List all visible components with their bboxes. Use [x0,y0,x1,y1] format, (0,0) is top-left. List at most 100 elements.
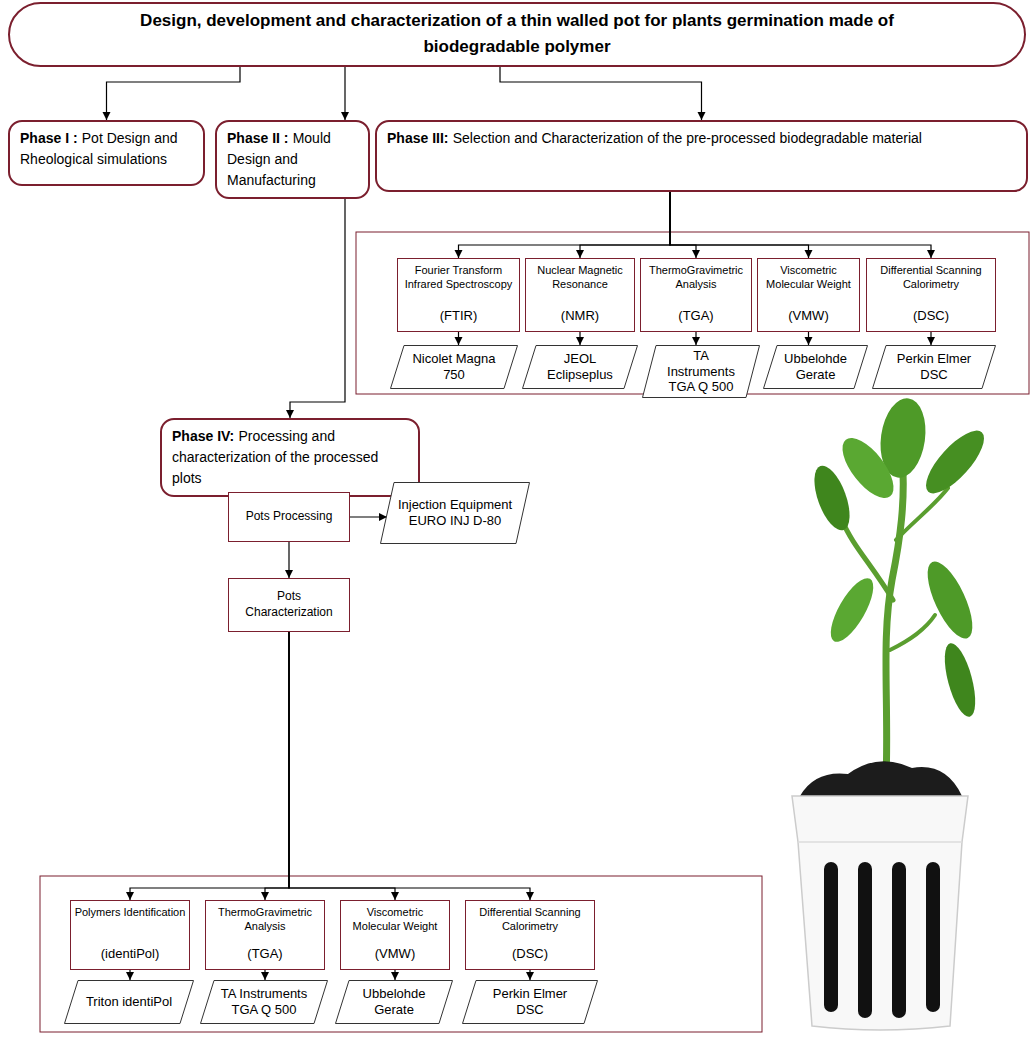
method-abbreviation: (TGA) [678,308,713,324]
group-frame [356,232,1029,394]
parallelogram-shape [873,346,996,389]
method-name: Differential Scanning Calorimetry [469,906,591,934]
parallelogram-shape [336,981,453,1024]
instrument-label: Perkin Elmer DSC [479,986,581,1017]
process-box: Pots Characterization [228,578,350,632]
method-abbreviation: (NMR) [561,308,599,324]
flow-arrow [695,332,696,345]
method-name: Viscometric Molecular Weight [761,264,856,292]
instrument-parallelogram: Nicolet Magna 750 [390,345,518,389]
title-oval: Design, development and characterization… [8,2,1026,67]
parallelogram-shape [381,483,530,544]
flow-arrow [579,332,580,345]
phase-heading: Phase II : [227,130,288,146]
instrument-parallelogram: Ubbelohde Gerate [763,345,868,389]
instrument-label: Ubbelohde Gerate [352,986,436,1017]
phase-heading: Phase IV: [172,428,234,444]
plant-leaves [807,395,993,782]
method-box: Differential Scanning Calorimetry (DSC) [866,258,996,332]
phase-box: Phase IV:Processing and characterization… [160,418,420,497]
instrument-parallelogram: JEOL Eclipseplus [522,345,638,389]
flow-arrow [289,632,395,900]
flow-arrow [265,632,289,900]
flow-arrow [670,192,696,258]
phase-box: Phase II :Mould Design and Manufacturing [215,120,370,199]
instrument-label: Triton identiPol [86,994,172,1010]
parallelogram-shape [201,981,328,1024]
parallelogram-shape [764,346,868,389]
parallelogram-shape [391,346,518,389]
flow-arrow [264,970,265,980]
flow-arrow [808,332,809,345]
instrument-label: JEOL Eclipseplus [539,351,621,382]
phase-heading: Phase I : [20,130,78,146]
flow-arrow [580,192,670,258]
flow-arrow [107,67,241,120]
method-name: Fourier Transform Infrared Spectroscopy [401,264,516,292]
instrument-parallelogram: TA Instruments TGA Q 500 [200,980,328,1024]
parallelogram-shape [65,981,194,1024]
flow-arrow [288,542,289,578]
instrument-label: TA Instruments TGA Q 500 [659,348,743,395]
method-abbreviation: (TGA) [247,946,282,962]
method-box: ThermoGravimetric Analysis (TGA) [640,258,752,332]
method-abbreviation: (DSC) [913,308,949,324]
method-name: ThermoGravimetric Analysis [209,906,321,934]
instrument-label: Injection Equipment EURO INJ D-80 [397,497,513,528]
parallelogram-shape [643,346,760,398]
instrument-parallelogram: Perkin Elmer DSC [872,345,996,389]
group-frame [40,876,762,1032]
step-label: Pots Processing [246,509,333,525]
instrument-parallelogram: Perkin Elmer DSC [462,980,598,1024]
method-name: Nuclear Magnetic Resonance [529,264,631,292]
instrument-label: Perkin Elmer DSC [889,351,979,382]
instrument-parallelogram: TA Instruments TGA Q 500 [642,345,760,398]
instrument-parallelogram: Injection Equipment EURO INJ D-80 [380,482,530,544]
flow-arrow [130,632,289,900]
flow-arrow [930,332,931,345]
flow-arrow [500,67,702,120]
phase-box: Phase I :Pot Design and Rheological simu… [8,120,205,186]
method-box: Differential Scanning Calorimetry (DSC) [465,900,595,970]
flow-arrow [670,192,931,258]
pot [792,761,968,1030]
method-box: Polymers Identification (identiPol) [70,900,190,970]
phase-text: Phase IV:Processing and characterization… [172,426,408,489]
method-name: Differential Scanning Calorimetry [870,264,992,292]
method-abbreviation: (DSC) [512,946,548,962]
flow-arrow [350,516,387,517]
flow-arrow [129,970,130,980]
method-name: Polymers Identification [75,906,186,920]
instrument-label: TA Instruments TGA Q 500 [217,986,311,1017]
flow-arrow [344,67,345,120]
method-abbreviation: (VMW) [788,308,828,324]
flow-arrow [290,199,345,418]
method-abbreviation: (identiPol) [101,946,160,962]
instrument-label: Ubbelohde Gerate [780,351,851,382]
method-box: Nuclear Magnetic Resonance (NMR) [525,258,635,332]
process-box: Pots Processing [228,492,350,542]
parallelogram-shape [523,346,638,389]
step-label: Pots Characterization [235,589,343,620]
title-text: Design, development and characterization… [87,8,947,61]
method-abbreviation: (VMW) [375,946,415,962]
method-box: ThermoGravimetric Analysis (TGA) [205,900,325,970]
flow-arrow [394,970,395,980]
instrument-parallelogram: Ubbelohde Gerate [335,980,453,1024]
method-name: Viscometric Molecular Weight [344,906,446,934]
flow-arrow [529,970,530,980]
instrument-label: Nicolet Magna 750 [407,351,501,382]
phase-box: Phase III:Selection and Characterization… [375,120,1028,192]
flow-arrow [458,332,459,345]
method-box: Viscometric Molecular Weight (VMW) [340,900,450,970]
method-box: Viscometric Molecular Weight (VMW) [757,258,860,332]
method-name: ThermoGravimetric Analysis [644,264,748,292]
flow-arrow [459,192,671,258]
method-box: Fourier Transform Infrared Spectroscopy (… [397,258,520,332]
phase-text: Phase II :Mould Design and Manufacturing [227,128,358,191]
phase-description: Selection and Characterization of the pr… [453,130,922,146]
method-abbreviation: (FTIR) [440,308,478,324]
phase-text: Phase I :Pot Design and Rheological simu… [20,128,193,170]
parallelogram-shape [463,981,598,1024]
flow-arrow [289,632,530,900]
